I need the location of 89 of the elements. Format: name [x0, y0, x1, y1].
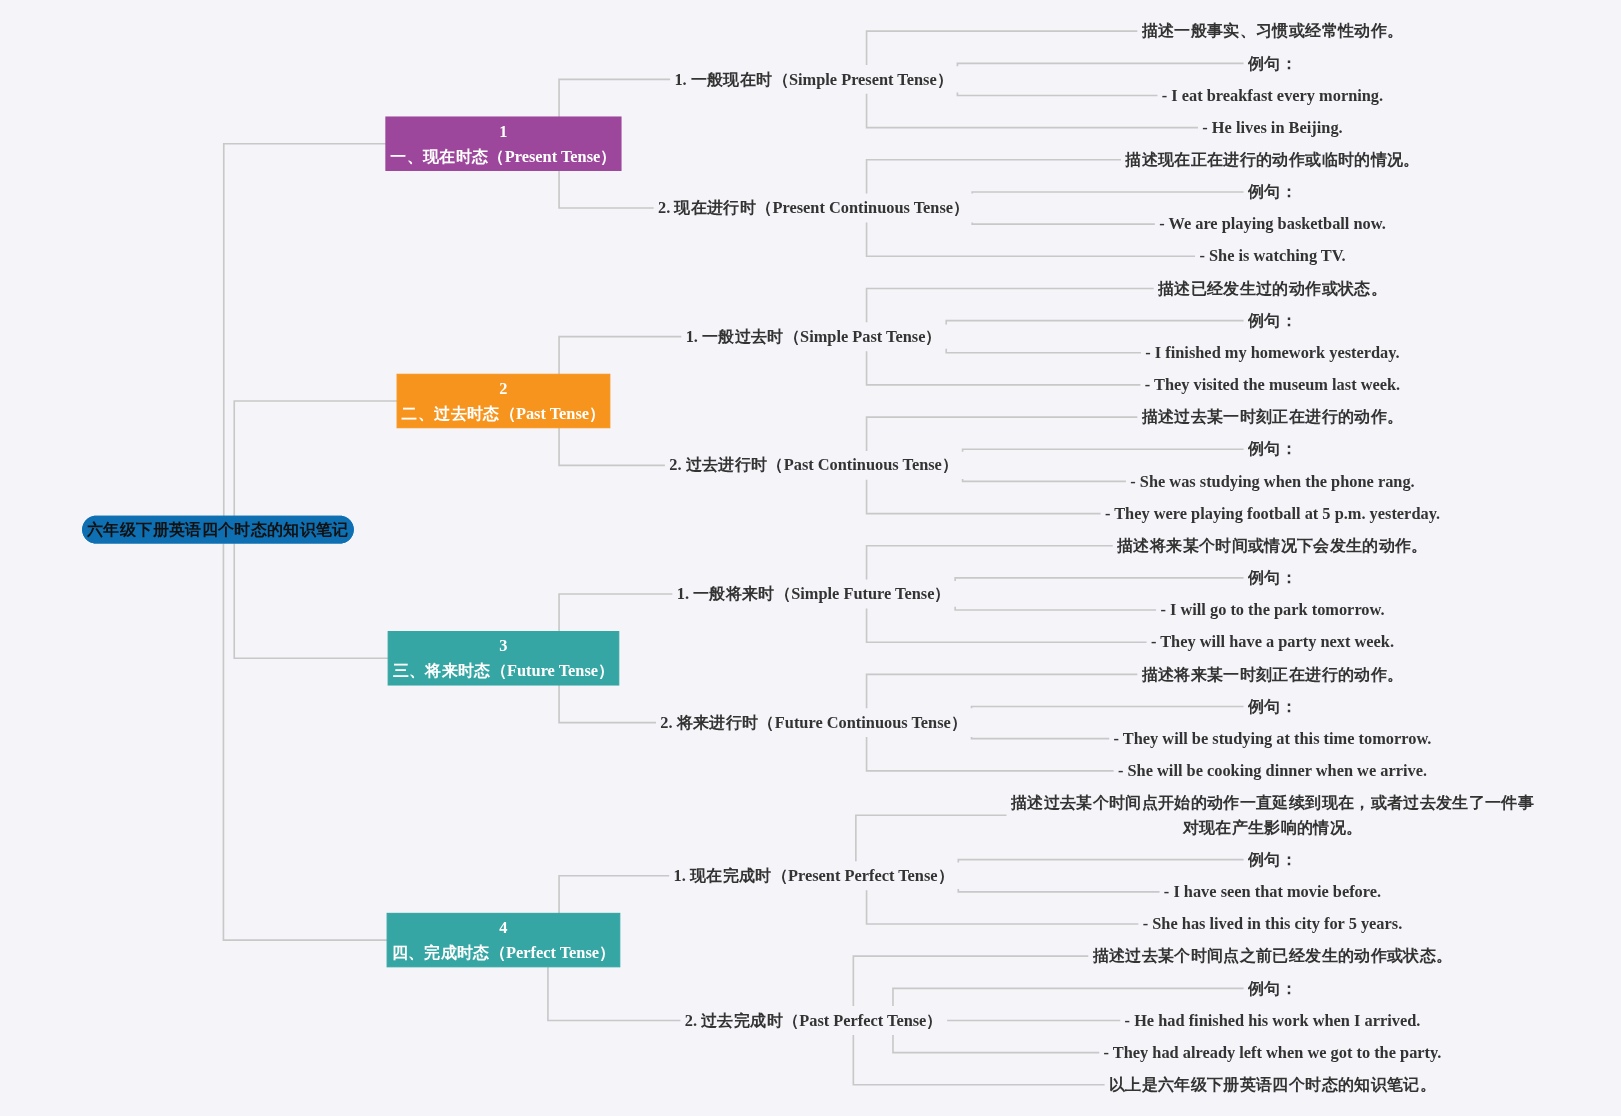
- connector: [558, 874, 670, 915]
- connector: [971, 191, 1245, 195]
- connector: [954, 577, 1245, 582]
- node-box: 1 一、现在时态（Present Tense）: [385, 116, 622, 171]
- connector: [558, 684, 657, 724]
- node-text: 2. 现在进行时（Present Continuous Tense）: [657, 199, 970, 217]
- connector: [970, 736, 1110, 740]
- node-text: - She will be cooking dinner when we arrive.: [1117, 761, 1427, 780]
- node-text: - They were playing football at 5 p.m. yesterday.: [1104, 504, 1440, 523]
- connector: [954, 606, 1157, 611]
- node-text: 2. 过去完成时（Past Perfect Tense）: [684, 1011, 943, 1029]
- node-text: 1. 一般现在时（Simple Present Tense）: [674, 70, 953, 88]
- connector: [945, 347, 1142, 354]
- connector: [865, 889, 1140, 925]
- connector: [957, 858, 1245, 864]
- connector: [852, 1034, 1106, 1086]
- node-box: 4 四、完成时态（Perfect Tense）: [386, 912, 621, 968]
- node-text: 例句：: [1247, 182, 1297, 201]
- node-text: - I finished my homework yesterday.: [1145, 343, 1400, 362]
- node-text: 描述已经发生过的动作或状态。: [1157, 279, 1387, 297]
- node-text: 描述一般事实、习惯或经常性动作。: [1141, 22, 1404, 40]
- connector: [957, 888, 1161, 893]
- connector: [233, 400, 398, 518]
- connector: [558, 169, 655, 209]
- connector: [558, 78, 671, 118]
- connector: [865, 30, 1138, 66]
- node-text: - He had finished his work when I arrived.: [1124, 1011, 1421, 1029]
- node-box: 3 三、将来时态（Future Tense）: [387, 631, 620, 686]
- node-text: - I eat breakfast every morning.: [1161, 86, 1384, 104]
- connector: [892, 987, 1245, 1007]
- node-text: 1. 一般将来时（Simple Future Tense）: [676, 584, 951, 603]
- node-text: 例句：: [1247, 54, 1297, 72]
- connector: [865, 93, 1199, 129]
- connector: [865, 287, 1155, 324]
- connector: [854, 814, 1008, 863]
- node-text: - They will have a party next week.: [1150, 633, 1394, 651]
- node-text: 2. 过去进行时（Past Continuous Tense）: [669, 456, 959, 474]
- connector: [558, 335, 682, 376]
- connector: [865, 478, 1102, 515]
- connector: [865, 673, 1138, 709]
- node-text: 例句：: [1247, 311, 1297, 330]
- node-text: 例句：: [1247, 440, 1297, 458]
- connector: [547, 966, 682, 1022]
- node-text: - They visited the museum last week.: [1144, 375, 1401, 394]
- node-text: - They will be studying at this time tomorrow.: [1113, 729, 1432, 748]
- connector: [865, 416, 1138, 452]
- connector: [961, 448, 1245, 453]
- connector: [233, 542, 389, 660]
- connector: [558, 593, 674, 633]
- node-text: 描述过去某个时间点开始的动作一直延续到现在，或者过去发生了一件事对现在产生影响的情况。: [1010, 794, 1535, 836]
- node-text: - We are playing basketball now.: [1159, 215, 1386, 233]
- node-text: 例句：: [1247, 697, 1297, 715]
- connector: [865, 607, 1148, 644]
- connector: [865, 544, 1114, 581]
- node-text: - I will go to the park tomorrow.: [1160, 601, 1385, 619]
- connector: [892, 1034, 1100, 1054]
- connector: [865, 221, 1196, 258]
- connector: [222, 542, 388, 941]
- node-text: - She was studying when the phone rang.: [1130, 472, 1415, 490]
- node-text: - I have seen that movie before.: [1163, 882, 1381, 901]
- connector: [956, 62, 1245, 68]
- node-text: - She has lived in this city for 5 years.: [1142, 915, 1403, 933]
- node-text: 描述现在正在进行的动作或临时的情况。: [1125, 150, 1420, 169]
- connector: [852, 955, 1089, 1007]
- node-text: 1. 一般过去时（Simple Past Tense）: [685, 327, 942, 346]
- node-text: 以上是六年级下册英语四个时态的知识笔记。: [1108, 1075, 1436, 1094]
- connector: [946, 1019, 1121, 1022]
- node-text: 描述过去某一时刻正在进行的动作。: [1141, 408, 1404, 426]
- connector: [865, 736, 1115, 772]
- connector: [865, 159, 1122, 195]
- node-text: 描述将来某一时刻正在进行的动作。: [1141, 665, 1404, 683]
- node-text: 描述过去某个时间点之前已经发生的动作或状态。: [1092, 947, 1453, 965]
- node-text: - He lives in Beijing.: [1202, 118, 1343, 137]
- connector: [558, 426, 666, 467]
- connector: [945, 319, 1245, 326]
- node-text: 例句：: [1247, 850, 1297, 869]
- node-text: - She is watching TV.: [1199, 247, 1346, 265]
- node-text: 例句：: [1247, 568, 1297, 587]
- node-text: 1. 现在完成时（Present Perfect Tense）: [673, 866, 954, 885]
- node-text: - They had already left when we got to the party.: [1103, 1043, 1442, 1062]
- connector: [865, 350, 1142, 386]
- connector: [970, 705, 1245, 710]
- connector: [961, 478, 1127, 483]
- node-text: 例句：: [1247, 979, 1297, 997]
- node-box: 2 二、过去时态（Past Tense）: [396, 373, 611, 429]
- node-text: 2. 将来进行时（Future Continuous Tense）: [660, 713, 968, 732]
- node-text: 描述将来某个时间或情况下会发生的动作。: [1117, 536, 1428, 555]
- connector: [956, 91, 1159, 97]
- connector: [971, 221, 1156, 225]
